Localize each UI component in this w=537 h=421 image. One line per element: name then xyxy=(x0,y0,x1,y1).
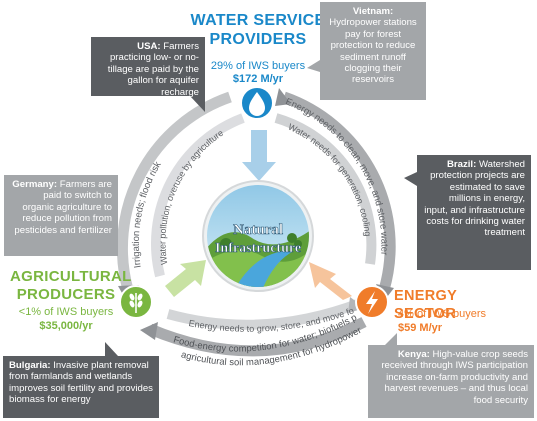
callout-brazil-country: Brazil: xyxy=(446,159,477,170)
callout-germany-country: Germany: xyxy=(12,179,58,190)
callout-usa-country: USA: xyxy=(137,41,161,52)
water-share: 29% of IWS buyers xyxy=(210,60,306,72)
callout-brazil: Brazil: Watershed protection projects ar… xyxy=(417,155,531,270)
water-drop-icon xyxy=(240,86,274,120)
water-title-line2: PROVIDERS xyxy=(209,31,307,48)
arrow-water-to-center xyxy=(242,130,276,181)
agri-sector-title: AGRICULTURAL PRODUCERS xyxy=(10,268,132,304)
callout-bulgaria-text: Invasive plant removal from farmlands an… xyxy=(9,360,153,406)
arrow-agri-to-center xyxy=(165,260,206,297)
callout-germany: Germany: Farmers are paid to switch to o… xyxy=(4,175,118,256)
water-title-line1: WATER SERVICE xyxy=(190,12,326,29)
water-sector-title: WATER SERVICE PROVIDERS xyxy=(190,11,326,49)
energy-share: 4% of IWS buyers xyxy=(398,308,487,320)
arrowhead-to-water xyxy=(275,88,291,106)
energy-sector-title: ENERGY SECTOR xyxy=(394,288,457,322)
water-value: $172 M/yr xyxy=(232,73,284,85)
callout-germany-text: Farmers are paid to switch to organic ag… xyxy=(14,179,112,236)
pointer-usa xyxy=(190,96,205,112)
pointer-brazil xyxy=(404,172,417,186)
agri-share: <1% of IWS buyers xyxy=(18,306,114,318)
inner-ring-bottom xyxy=(166,298,362,330)
callout-bulgaria-country: Bulgaria: xyxy=(9,360,51,371)
center-label-line2: Infrastructure xyxy=(215,241,301,256)
callout-vietnam-country: Vietnam: xyxy=(352,6,394,17)
wheat-icon xyxy=(119,285,153,319)
inner-ring-right xyxy=(274,113,377,265)
callout-usa: USA: Farmers practicing low- or no-tilla… xyxy=(91,37,205,98)
callout-kenya: Kenya: High-value crop seeds received th… xyxy=(368,345,534,418)
callout-vietnam-text: Hydropower stations pay for forest prote… xyxy=(329,17,417,86)
callout-kenya-country: Kenya: xyxy=(397,349,430,360)
arrow-energy-to-center xyxy=(309,262,352,300)
callout-vietnam: Vietnam: Hydropower stations pay for for… xyxy=(320,2,426,100)
callout-kenya-text: High-value crop seeds received through I… xyxy=(381,349,528,406)
pointer-bulgaria xyxy=(105,342,118,356)
center-label-line1: Natural xyxy=(233,222,283,238)
ring-segment-agri-energy xyxy=(147,317,367,357)
ring-segment-water-energy xyxy=(282,91,396,292)
pointer-vietnam xyxy=(307,60,320,72)
agri-title-line1: AGRICULTURAL xyxy=(10,268,132,285)
agri-value: $35,000/yr xyxy=(39,320,93,332)
callout-brazil-text: Watershed protection projects are estima… xyxy=(424,159,525,239)
callout-usa-text: Farmers practicing low- or no-tillage ar… xyxy=(107,41,199,98)
ring-segment-water-agri xyxy=(116,91,232,292)
lightning-bolt-icon xyxy=(355,285,389,319)
agri-title-line2: PRODUCERS xyxy=(16,286,116,303)
energy-value: $59 M/yr xyxy=(398,322,443,334)
arrowhead-to-agri-bottom xyxy=(140,322,158,340)
callout-bulgaria: Bulgaria: Invasive plant removal from fa… xyxy=(3,356,159,418)
pointer-kenya xyxy=(385,333,397,345)
inner-ring-left xyxy=(151,113,245,278)
